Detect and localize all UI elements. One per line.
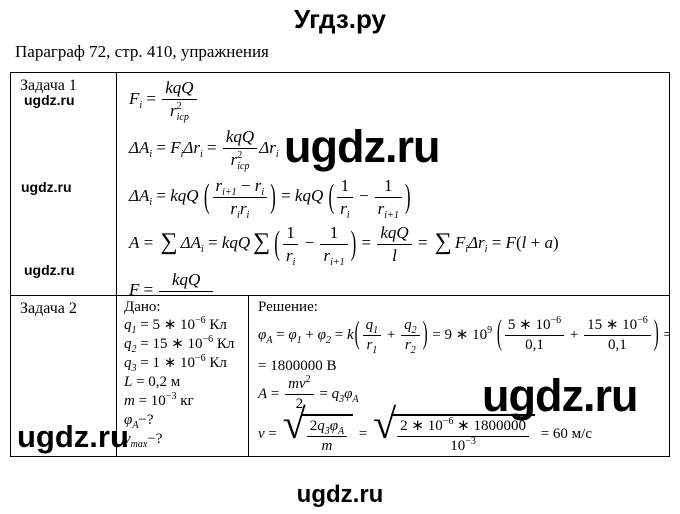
task2-given-cell: Дано: q1 = 5 ∗ 10−6 Кл q2 = 15 ∗ 10−6 Кл… (117, 296, 249, 456)
given-m: m = 10−3 кг (124, 391, 194, 410)
task2-label: Задача 2 (20, 300, 77, 317)
given-title: Дано: (124, 299, 161, 315)
given-L: L = 0,2 м (124, 374, 181, 390)
given-q2: q2 = 15 ∗ 10−6 Кл (124, 334, 235, 355)
solution-title: Решение: (258, 299, 318, 315)
footer-site-name: ugdz.ru (296, 481, 384, 508)
find-phi: φA−? (124, 412, 154, 431)
find-vmax: vmax−? (124, 431, 163, 450)
given-q1: q1 = 5 ∗ 10−6 Кл (124, 315, 227, 336)
given-q3: q3 = 1 ∗ 10−6 Кл (124, 353, 227, 374)
page-subtitle: Параграф 72, стр. 410, упражнения (15, 42, 269, 61)
task1-label-cell: Задача 1 (11, 73, 117, 295)
table-row-task2: Задача 2 Дано: q1 = 5 ∗ 10−6 Кл q2 = 15 … (11, 296, 669, 456)
task1-label: Задача 1 (20, 77, 77, 94)
task2-label-cell: Задача 2 (11, 296, 117, 456)
solution-phi-value: = 1800000 В (258, 357, 337, 374)
site-logo-title: Угдз.ру (294, 4, 386, 34)
